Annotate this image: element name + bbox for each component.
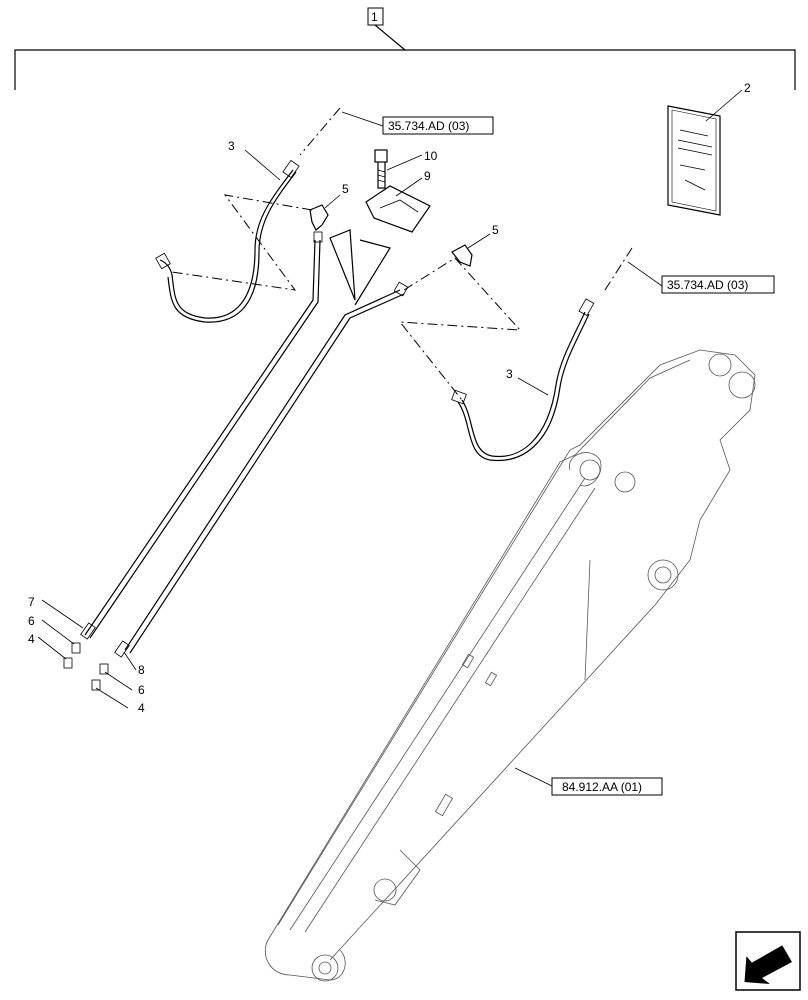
item-label-4-left[interactable]: 4	[28, 632, 35, 646]
ref-top	[341, 111, 494, 135]
item-label-5-right[interactable]: 5	[492, 223, 499, 237]
item-label-4-bottom[interactable]: 4	[138, 701, 145, 715]
clamp-block	[365, 177, 431, 233]
item-label-3-left[interactable]: 3	[228, 139, 235, 153]
assembly-number[interactable]: 1	[371, 10, 378, 24]
navigation-arrow-icon[interactable]	[735, 931, 801, 991]
item-label-7[interactable]: 7	[28, 595, 35, 609]
fittings-left	[37, 599, 84, 669]
hose-right	[451, 247, 633, 462]
item-label-6-bottom[interactable]: 6	[138, 683, 145, 697]
fittings-bottom	[91, 651, 137, 709]
tube-assembly	[80, 229, 409, 658]
ref-boom	[551, 777, 663, 796]
assembly-bracket: 1	[14, 7, 796, 90]
hose-left	[155, 107, 341, 323]
item-label-10[interactable]: 10	[424, 149, 438, 163]
elbow-fitting-left	[309, 194, 341, 231]
ref-right	[627, 261, 775, 294]
ref-right-label[interactable]: 35.734.AD (03)	[667, 278, 748, 292]
item-label-6-left[interactable]: 6	[28, 614, 35, 628]
ref-top-label[interactable]: 35.734.AD (03)	[388, 119, 469, 133]
elbow-fitting-right	[451, 233, 491, 267]
boom-arm	[264, 349, 756, 982]
clamp-bolt	[374, 149, 423, 189]
item-label-9[interactable]: 9	[424, 169, 431, 183]
ref-boom-label[interactable]: 84.912.AA (01)	[562, 780, 642, 794]
item-label-2[interactable]: 2	[744, 81, 751, 95]
item-label-8[interactable]: 8	[138, 663, 145, 677]
item-label-3-right[interactable]: 3	[506, 367, 513, 381]
item-label-5-left[interactable]: 5	[342, 182, 349, 196]
manual-booklet	[667, 89, 743, 216]
